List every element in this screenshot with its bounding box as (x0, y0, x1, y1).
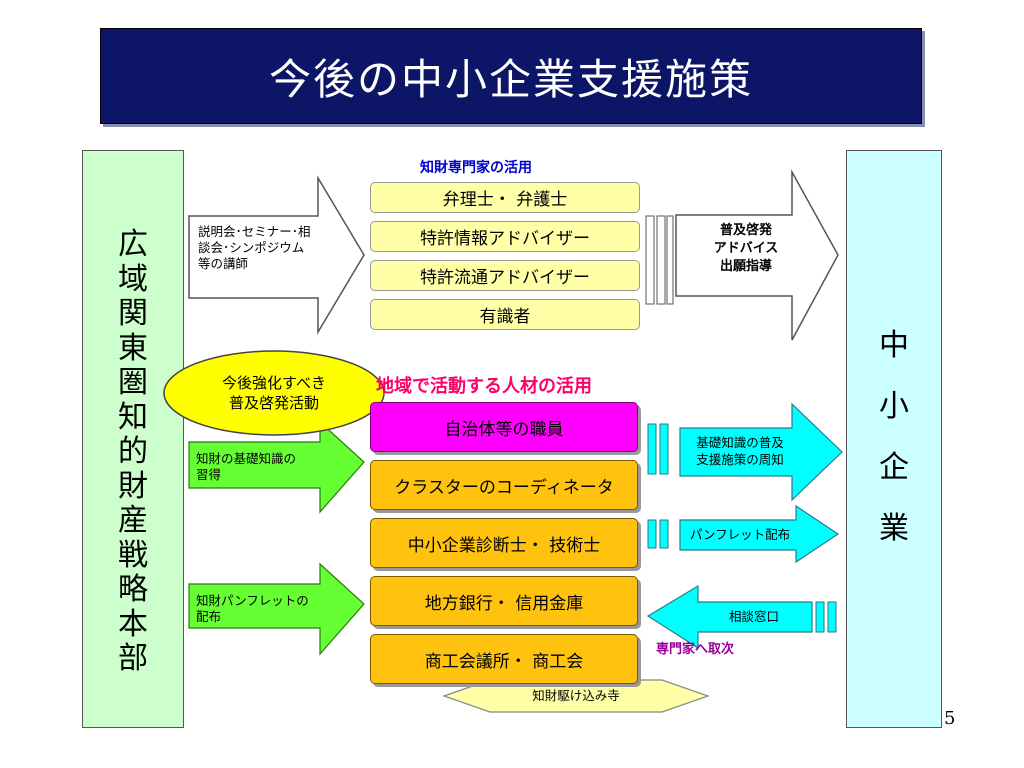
expert-box: 特許流通アドバイザー (370, 260, 640, 291)
left-char: 戦 (118, 537, 148, 573)
left-char: 東 (118, 330, 148, 366)
cyan-arrow-basic-knowledge-label: 基礎知識の普及 支援施策の周知 (696, 435, 784, 467)
cyan-separator-bar (659, 519, 669, 549)
upper-heading: 知財専門家の活用 (420, 160, 532, 176)
staff-box: 地方銀行・ 信用金庫 (370, 576, 638, 626)
left-panel (82, 150, 184, 728)
green-arrow-pamphlet (188, 562, 365, 656)
left-char: 関 (118, 296, 148, 331)
left-char: 圏 (118, 365, 148, 400)
right-char: 中 (879, 328, 909, 363)
staff-box: 自治体等の職員 (370, 402, 638, 452)
left-char: 略 (118, 572, 148, 607)
staff-box: 中小企業診断士・ 技術士 (370, 518, 638, 568)
left-char: 財 (118, 468, 148, 504)
page-number: 5 (944, 708, 956, 729)
upper-left-arrow (188, 175, 365, 335)
green-arrow-pamphlet-label: 知財パンフレットの 配布 (196, 593, 309, 624)
expert-box: 有識者 (370, 299, 640, 330)
staff-box: 商工会議所・ 商工会 (370, 634, 638, 684)
expert-box: 特許情報アドバイザー (370, 221, 640, 252)
cyan-arrow-pamphlet-label: パンフレット配布 (689, 527, 791, 542)
left-char: 本 (118, 606, 148, 642)
cyan-separator-bar (659, 423, 669, 475)
expert-box: 弁理士・ 弁護士 (370, 182, 640, 213)
upper-right-arrow-label: 普及啓発 アドバイス 出願指導 (713, 223, 779, 274)
upper-separator-bar (645, 215, 655, 305)
cyan-separator-bar (815, 601, 825, 633)
left-char: 広 (118, 227, 148, 262)
cyan-separator-bar (827, 601, 837, 633)
left-char: 部 (118, 641, 148, 676)
right-panel (846, 150, 942, 728)
left-char: 的 (118, 434, 148, 469)
lower-heading: 地域で活動する人材の活用 (376, 376, 592, 397)
left-char: 知 (118, 399, 148, 435)
referral-note: 専門家へ取次 (656, 642, 735, 657)
right-panel-label: 中 小 企 業 (846, 315, 942, 559)
cyan-arrow-pamphlet (679, 504, 840, 564)
right-char: 小 (879, 389, 909, 424)
cyan-arrow-basic-knowledge (679, 402, 843, 502)
title-bar (100, 28, 922, 124)
upper-separator-bar (656, 215, 666, 305)
green-arrow-basic-knowledge-label: 知財の基礎知識の 習得 (196, 451, 297, 482)
left-char: 域 (118, 261, 148, 297)
cyan-separator-bar (647, 519, 657, 549)
left-char: 産 (118, 503, 148, 538)
right-char: 企 (879, 450, 909, 485)
green-arrow-basic-knowledge (188, 420, 365, 514)
right-char: 業 (879, 511, 909, 546)
upper-left-arrow-label: 説明会･セミナー･相 談会･シンポジウム 等の講師 (198, 224, 311, 271)
ellipse-label: 今後強化すべき 普及啓発活動 (222, 374, 326, 412)
highlight-ellipse (163, 350, 385, 436)
left-panel-label: 広 域 関 東 圏 知 的 財 産 戦 略 本 部 (82, 227, 184, 677)
cyan-separator-bar (647, 423, 657, 475)
bottom-hexagon-label: 知財駆け込み寺 (532, 688, 620, 703)
upper-right-arrow (675, 169, 839, 341)
page-title: 今後の中小企業支援施策 (268, 54, 753, 104)
upper-separator-bar (666, 215, 674, 305)
cyan-back-arrow-consultation (646, 584, 813, 650)
back-arrow-label: 相談窓口 (728, 609, 779, 624)
staff-box: クラスターのコーディネータ (370, 460, 638, 510)
